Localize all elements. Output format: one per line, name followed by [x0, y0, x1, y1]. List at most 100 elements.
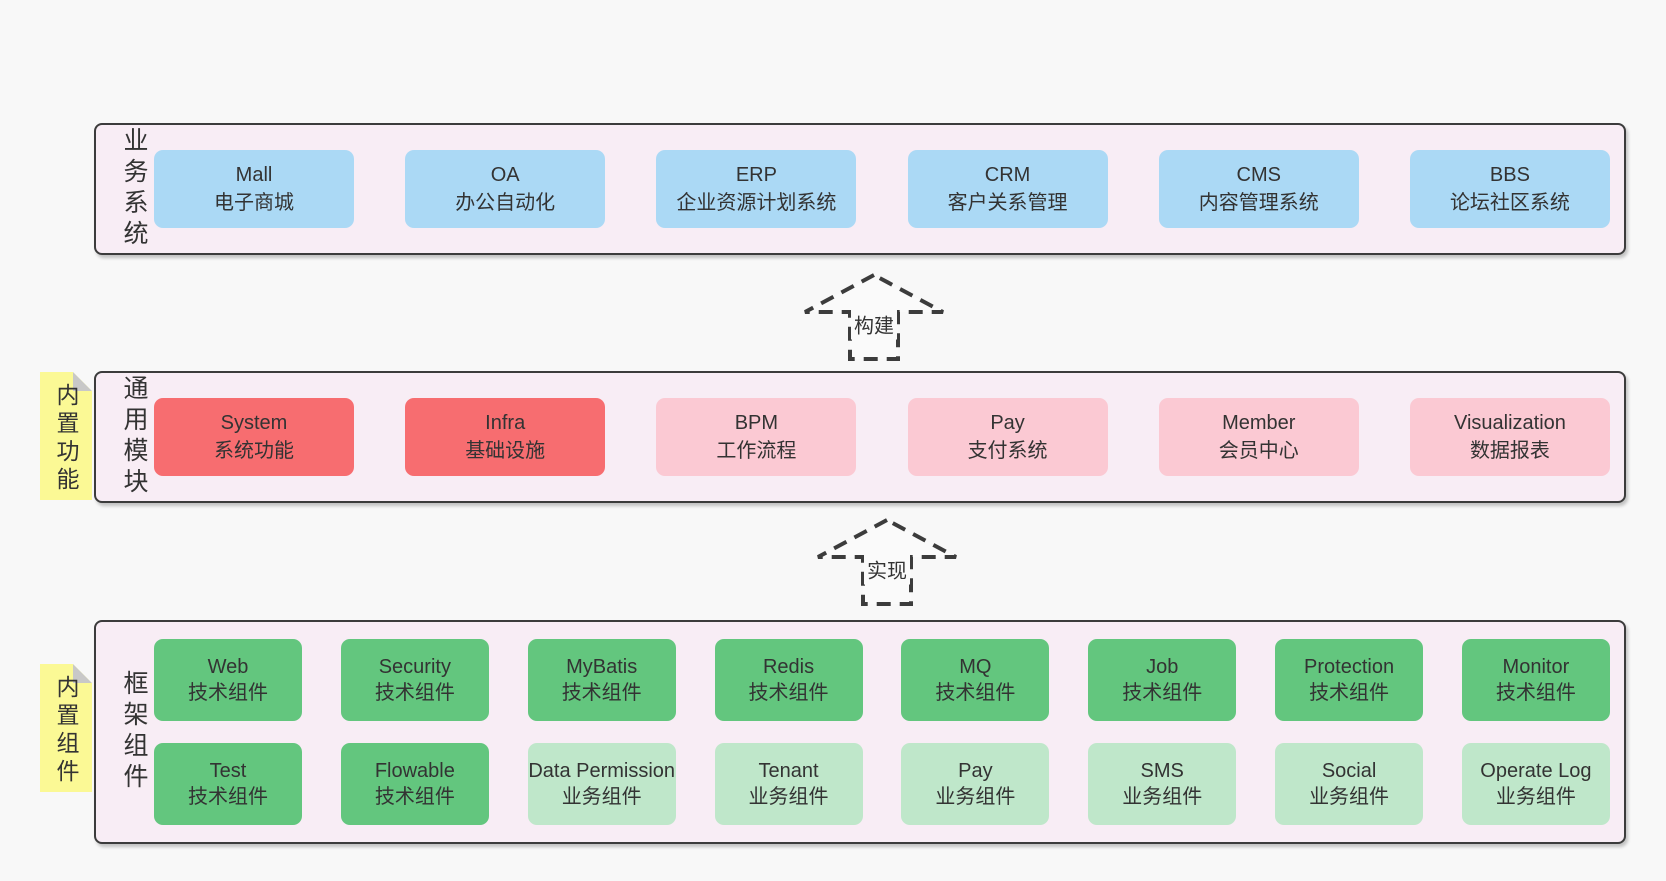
- sticky-tag-built-in-features: 内置功能: [40, 372, 92, 500]
- arrow-label: 实现: [864, 553, 910, 585]
- module-name: SMS: [1140, 759, 1184, 782]
- module-name: Test: [209, 759, 247, 782]
- module-box-pay: Pay 支付系统: [907, 398, 1108, 476]
- module-name: ERP: [735, 163, 777, 186]
- module-box-job: Job 技术组件: [1088, 639, 1237, 721]
- module-desc: 技术组件: [374, 682, 455, 704]
- module-desc: 业务组件: [1122, 786, 1203, 808]
- module-name: System: [220, 411, 288, 434]
- module-desc: 技术组件: [188, 786, 268, 808]
- module-box-mall: Mall 电子商城: [154, 150, 354, 228]
- module-name: Mall: [235, 163, 273, 186]
- module-box-mq: MQ 技术组件: [901, 639, 1050, 721]
- module-name: Job: [1146, 655, 1179, 678]
- module-desc: 企业资源计划系统: [676, 192, 837, 214]
- module-box-monitor: Monitor 技术组件: [1461, 639, 1610, 721]
- module-box-cms: CMS 内容管理系统: [1158, 150, 1359, 228]
- module-name: BPM: [734, 411, 779, 434]
- module-box-test: Test 技术组件: [154, 743, 302, 825]
- module-name: Redis: [762, 655, 815, 678]
- module-box-tenant: Tenant 业务组件: [714, 743, 863, 825]
- module-desc: 技术组件: [188, 682, 268, 704]
- module-box-operate-log: Operate Log 业务组件: [1461, 743, 1610, 825]
- module-desc: 电子商城: [214, 192, 294, 214]
- module-desc: 论坛社区系统: [1449, 192, 1570, 214]
- module-name: CMS: [1236, 163, 1281, 186]
- module-desc: 技术组件: [935, 682, 1016, 704]
- module-name: Tenant: [758, 759, 819, 782]
- layer-label: 通用模块: [120, 375, 148, 499]
- module-name: Web: [207, 655, 249, 678]
- module-box-system: System 系统功能: [154, 398, 354, 476]
- module-name: Data Permission: [528, 759, 676, 782]
- sticky-tag-label: 内置组件: [53, 674, 79, 787]
- module-name: Protection: [1304, 655, 1395, 678]
- module-box-erp: ERP 企业资源计划系统: [656, 150, 857, 228]
- module-desc: 技术组件: [1309, 682, 1390, 704]
- module-name: MQ: [959, 655, 992, 678]
- module-name: Infra: [485, 411, 526, 434]
- module-desc: 技术组件: [748, 682, 829, 704]
- module-desc: 客户关系管理: [947, 192, 1068, 214]
- layer-label: 业务系统: [120, 127, 148, 251]
- module-name: Flowable: [374, 759, 455, 782]
- arrow-label: 构建: [851, 308, 897, 340]
- module-box-web: Web 技术组件: [154, 639, 302, 721]
- module-name: Member: [1222, 411, 1296, 434]
- module-desc: 技术组件: [561, 682, 642, 704]
- module-box-bbs: BBS 论坛社区系统: [1409, 150, 1610, 228]
- module-box-security: Security 技术组件: [340, 639, 489, 721]
- module-name: Operate Log: [1480, 759, 1592, 782]
- module-name: CRM: [984, 163, 1031, 186]
- sticky-tag-built-in-components: 内置组件: [40, 664, 92, 792]
- module-desc: 业务组件: [748, 786, 829, 808]
- module-box-infra: Infra 基础设施: [405, 398, 606, 476]
- module-box-member: Member 会员中心: [1158, 398, 1359, 476]
- module-name: Pay: [990, 411, 1025, 434]
- module-desc: 技术组件: [1122, 682, 1203, 704]
- module-name: MyBatis: [566, 655, 638, 678]
- module-desc: 业务组件: [1495, 786, 1576, 808]
- module-box-redis: Redis 技术组件: [714, 639, 863, 721]
- module-name: Pay: [958, 759, 993, 782]
- module-name: Monitor: [1502, 655, 1570, 678]
- module-desc: 支付系统: [967, 440, 1048, 462]
- module-desc: 系统功能: [214, 440, 294, 462]
- module-desc: 办公自动化: [455, 192, 556, 214]
- module-name: Visualization: [1453, 411, 1566, 434]
- module-box-sms: SMS 业务组件: [1088, 743, 1237, 825]
- module-desc: 业务组件: [561, 786, 642, 808]
- module-box-mybatis: MyBatis 技术组件: [527, 639, 676, 721]
- module-desc: 内容管理系统: [1198, 192, 1319, 214]
- module-desc: 数据报表: [1469, 440, 1550, 462]
- arrow-build: 构建: [801, 272, 947, 362]
- module-box-crm: CRM 客户关系管理: [907, 150, 1108, 228]
- module-desc: 会员中心: [1218, 440, 1299, 462]
- module-box-visualization: Visualization 数据报表: [1409, 398, 1610, 476]
- arrow-implement: 实现: [814, 517, 960, 607]
- module-desc: 技术组件: [1495, 682, 1576, 704]
- module-desc: 基础设施: [465, 440, 546, 462]
- sticky-tag-label: 内置功能: [53, 382, 79, 495]
- module-name: Security: [378, 655, 451, 678]
- module-name: Social: [1321, 759, 1377, 782]
- module-box-data-permission: Data Permission 业务组件: [527, 743, 676, 825]
- module-name: BBS: [1489, 163, 1530, 186]
- module-box-protection: Protection 技术组件: [1275, 639, 1424, 721]
